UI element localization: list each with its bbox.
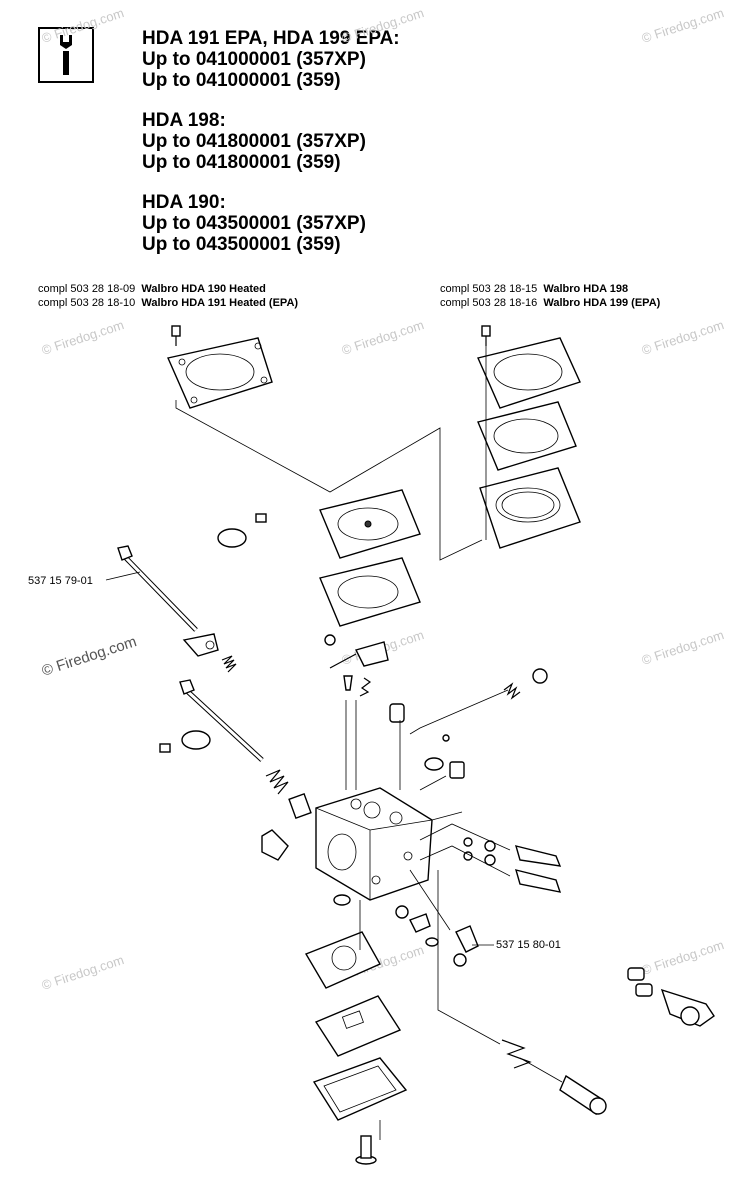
heading-group-2: HDA 198: Up to 041800001 (357XP) Up to 0…: [142, 110, 366, 173]
compl-desc: Walbro HDA 198: [543, 283, 629, 295]
leader-line: [419, 823, 511, 877]
metering-gasket: [314, 995, 402, 1057]
pump-body-right: [479, 467, 581, 549]
part-number-throttle-shaft: 537 15 79-01: [28, 575, 93, 587]
compl-prefix: compl: [38, 283, 68, 295]
lower-fitting-set: [333, 894, 439, 947]
compl-desc: Walbro HDA 191 Heated (EPA): [141, 297, 299, 309]
compl-list-left: compl 503 28 18-09 Walbro HDA 190 Heated…: [38, 282, 298, 310]
heading-title: HDA 198:: [142, 110, 226, 131]
leader-line: [175, 400, 483, 561]
needle-lever: [324, 634, 389, 669]
leader-line: [519, 1057, 563, 1083]
leader-line: [105, 571, 141, 581]
heading-line: Up to 043500001 (359): [142, 234, 341, 255]
screw-left: [171, 325, 181, 346]
idle-screw: [501, 1039, 607, 1116]
heading-line: Up to 043500001 (357XP): [142, 213, 366, 234]
heading-title: HDA 190:: [142, 192, 226, 213]
heading-line: Up to 041800001 (357XP): [142, 131, 366, 152]
compl-item: compl 503 28 18-16 Walbro HDA 199 (EPA): [440, 296, 660, 310]
choke-shaft: [159, 679, 264, 762]
screw-right: [481, 325, 491, 346]
compl-item: compl 503 28 18-10 Walbro HDA 191 Heated…: [38, 296, 298, 310]
throttle-lever-assembly: [627, 967, 715, 1027]
compl-list-right: compl 503 28 18-15 Walbro HDA 198 compl …: [440, 282, 660, 310]
heading-title: HDA 191 EPA, HDA 199 EPA:: [142, 28, 400, 49]
compl-desc: Walbro HDA 190 Heated: [141, 283, 266, 295]
cover-plate-left: [167, 337, 273, 409]
filter-screen: [424, 734, 465, 779]
heading-group-1: HDA 191 EPA, HDA 199 EPA: Up to 04100000…: [142, 28, 400, 91]
detent-ball-holder: [288, 792, 312, 820]
heading-line: Up to 041800001 (359): [142, 152, 341, 173]
pump-gasket: [319, 557, 421, 627]
gasket-right: [477, 401, 577, 471]
pump-diaphragm: [319, 489, 421, 559]
compl-prefix: compl: [440, 283, 470, 295]
throttle-lever: [182, 633, 219, 657]
wrench-info-icon: [38, 27, 94, 83]
part-number-fuel-fitting: 537 15 80-01: [496, 939, 561, 951]
cover-screw: [355, 1135, 377, 1165]
heading-line: Up to 041000001 (357XP): [142, 49, 366, 70]
check-ball: [503, 668, 548, 700]
leader-line: [419, 775, 463, 821]
leader-line: [409, 869, 451, 931]
heading-group-3: HDA 190: Up to 043500001 (357XP) Up to 0…: [142, 192, 366, 255]
elbow-fitting: [261, 829, 289, 861]
compl-number: 503 28 18-09: [70, 283, 136, 295]
leader-line: [345, 689, 509, 790]
heading-line: Up to 041000001 (359): [142, 70, 341, 91]
inlet-needle: [343, 675, 372, 697]
compl-number: 503 28 18-16: [472, 297, 538, 309]
leader-line: [359, 870, 501, 1140]
cover-plate-right: [477, 337, 581, 409]
compl-number: 503 28 18-10: [70, 297, 136, 309]
compl-prefix: compl: [38, 297, 68, 309]
metering-cover: [312, 1057, 408, 1121]
compl-number: 503 28 18-15: [472, 283, 538, 295]
spring-lower: [265, 769, 289, 795]
welch-plug: [389, 703, 405, 723]
spring-upper: [221, 655, 237, 673]
compl-desc: Walbro HDA 199 (EPA): [543, 297, 661, 309]
throttle-shaft: [117, 513, 267, 632]
metering-diaphragm: [304, 931, 381, 989]
compl-item: compl 503 28 18-15 Walbro HDA 198: [440, 282, 660, 296]
compl-prefix: compl: [440, 297, 470, 309]
adjust-screw-upper: [463, 837, 562, 867]
fuel-fitting: [453, 925, 479, 967]
carburetor-body: [315, 787, 433, 901]
compl-item: compl 503 28 18-09 Walbro HDA 190 Heated: [38, 282, 298, 296]
adjust-screw-lower: [463, 851, 562, 893]
